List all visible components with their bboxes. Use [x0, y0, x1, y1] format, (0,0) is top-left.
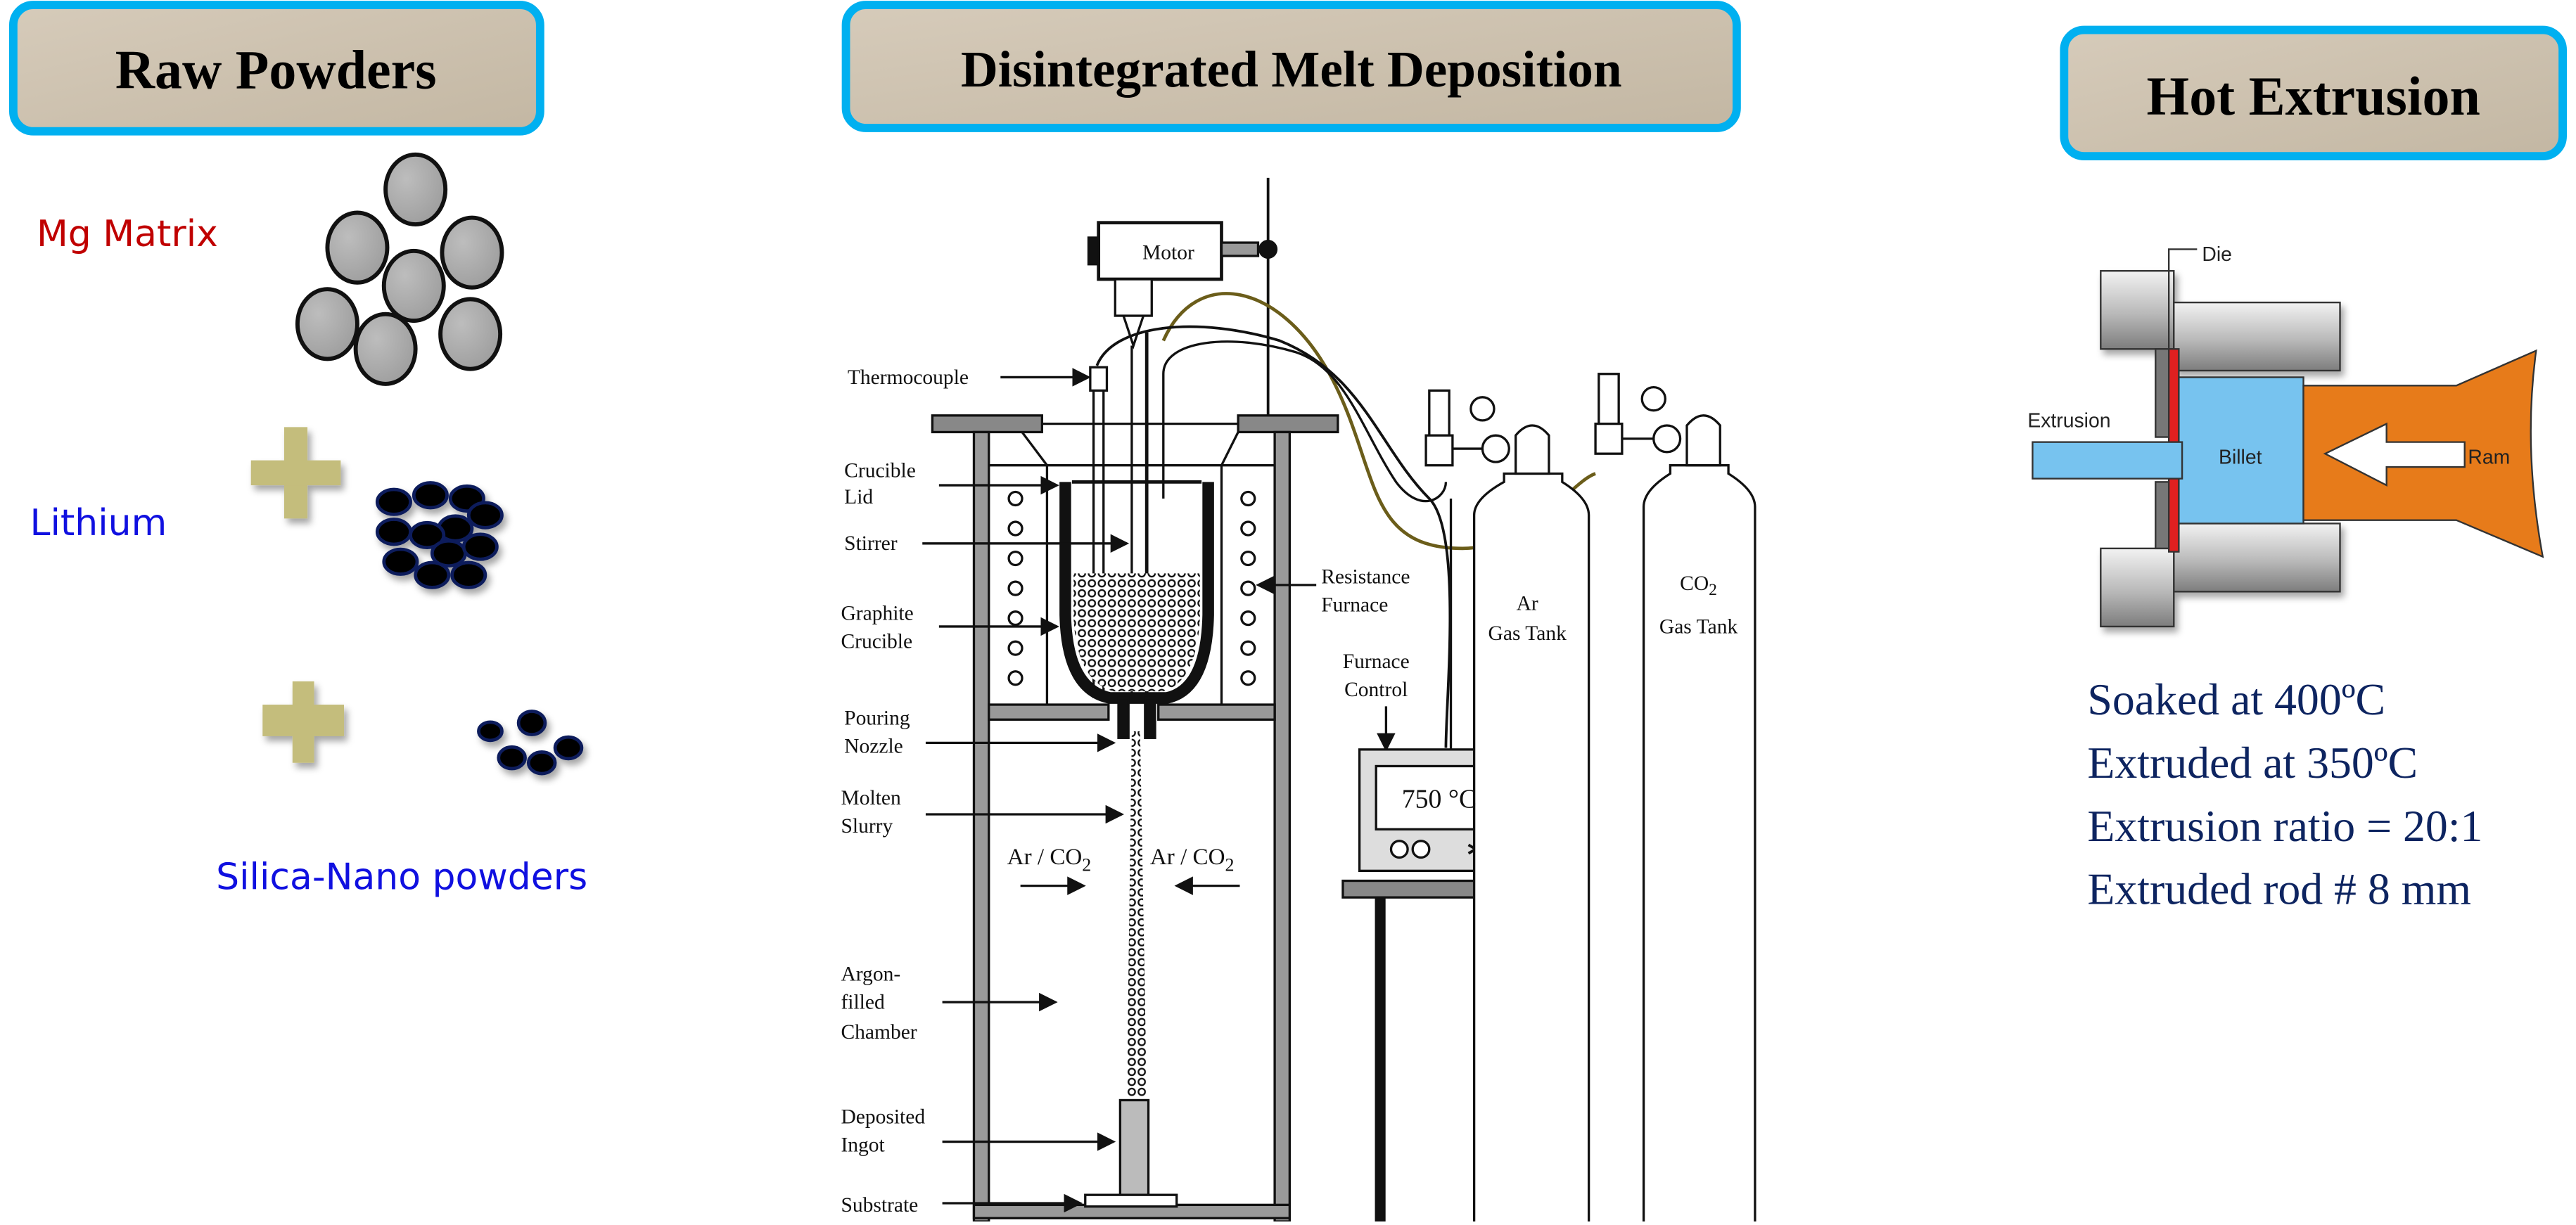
billet-label: Billet: [2219, 446, 2262, 468]
mg-particles-icon: [295, 152, 504, 386]
co2-tank-label-2: Gas Tank: [1659, 615, 1738, 638]
stirrer-label: Stirrer: [844, 532, 898, 555]
argon-chamber-label-3: Chamber: [841, 1021, 917, 1044]
spec-line: Extrusion ratio = 20:1: [2087, 801, 2482, 851]
mg-matrix-label: Mg Matrix: [37, 213, 218, 255]
argon-chamber-label-1: Argon-: [841, 963, 900, 985]
ar-tank-label-2: Gas Tank: [1488, 622, 1567, 645]
die-icon: [2167, 348, 2180, 447]
deposited-ingot-label-1: Deposited: [841, 1106, 925, 1129]
crucible-lid-label-2: Lid: [844, 486, 873, 508]
resistance-furnace-label-2: Furnace: [1321, 594, 1388, 617]
lithium-label: Lithium: [30, 502, 167, 544]
heating-coils-icon: [1007, 490, 1256, 686]
extrusion-specs: Soaked at 400ºC Extruded at 350ºC Extrus…: [2087, 674, 2482, 913]
furnace-control-label-2: Control: [1344, 679, 1408, 701]
spec-line: Soaked at 400ºC: [2087, 674, 2385, 724]
ram-arrow-icon: [2323, 422, 2466, 487]
deposited-ingot-label-2: Ingot: [841, 1134, 885, 1157]
ar-gas-tank-icon: [1424, 389, 1590, 1221]
graphite-crucible-label-2: Crucible: [841, 631, 912, 653]
header-hot-extrusion: Hot Extrusion: [2060, 25, 2568, 161]
pouring-nozzle-label-1: Pouring: [844, 707, 910, 729]
gas-flow-left-label: Ar / CO2: [1007, 845, 1092, 875]
molten-slurry-label-2: Slurry: [841, 815, 893, 838]
furnace-control-label-1: Furnace: [1343, 650, 1410, 673]
thermocouple-label: Thermocouple: [848, 366, 969, 389]
die-label: Die: [2202, 243, 2232, 266]
crucible-lid-label-1: Crucible: [844, 459, 916, 482]
argon-chamber-label-2: filled: [841, 991, 885, 1013]
dmd-apparatus-diagram: Motor: [922, 177, 1756, 1223]
graphite-crucible-label-1: Graphite: [841, 602, 913, 624]
extrusion-label: Extrusion: [2027, 409, 2110, 432]
ar-tank-label-1: Ar: [1517, 592, 1538, 615]
motor-label: Motor: [1142, 242, 1194, 264]
spec-line: Extruded rod # 8 mm: [2087, 864, 2471, 914]
gas-flow-right-label: Ar / CO2: [1150, 845, 1235, 875]
ram-label: Ram: [2468, 446, 2510, 468]
molten-slurry-label-1: Molten: [841, 787, 900, 809]
motor-icon: [1087, 221, 1278, 349]
billet-icon: [2178, 376, 2304, 525]
header-raw-powders: Raw Powders: [8, 1, 544, 136]
lithium-particles-icon: [375, 481, 504, 589]
pouring-nozzle-label-2: Nozzle: [844, 736, 903, 758]
header-raw-powders-title: Raw Powders: [115, 39, 437, 100]
spec-line: Extruded at 350ºC: [2087, 738, 2418, 788]
plus-icon: [250, 427, 341, 519]
silica-nano-particles-icon: [477, 710, 584, 776]
extrusion-diagram: [2032, 248, 2544, 628]
plus-icon: [262, 681, 345, 763]
header-hot-extrusion-title: Hot Extrusion: [2147, 66, 2480, 127]
header-dmd: Disintegrated Melt Deposition: [841, 1, 1741, 132]
substrate-label: Substrate: [841, 1194, 918, 1217]
resistance-furnace-label-1: Resistance: [1321, 566, 1410, 589]
co2-gas-tank-icon: [1594, 373, 1756, 1221]
furnace-temperature-display: 750 °C: [1402, 785, 1477, 814]
silica-nano-label: Silica-Nano powders: [216, 856, 587, 898]
co2-tank-label-1: CO2: [1680, 572, 1717, 599]
header-dmd-title: Disintegrated Melt Deposition: [961, 41, 1622, 98]
dmd-labels: Thermocouple Crucible Lid Stirrer Graphi…: [841, 366, 1737, 1217]
